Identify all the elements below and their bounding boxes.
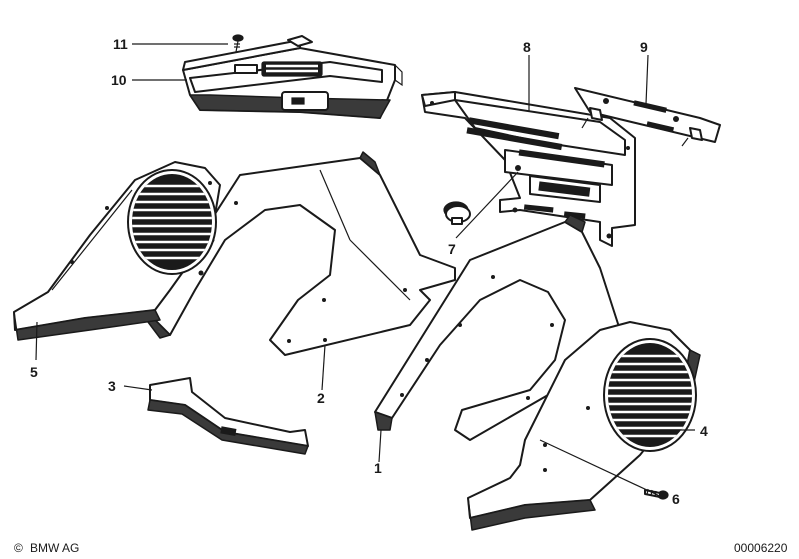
callout-3: 3 xyxy=(108,378,116,394)
part-8-mounting-bracket xyxy=(421,91,636,247)
callout-2: 2 xyxy=(317,390,325,406)
callout-labels: 1 2 3 4 5 6 7 8 9 10 11 xyxy=(30,36,708,507)
part-9-mounting-strip xyxy=(574,87,721,147)
leader-7 xyxy=(455,171,519,239)
part-10-console-housing xyxy=(182,35,403,119)
part-3-small-bracket xyxy=(147,377,309,455)
leader-2 xyxy=(321,344,326,391)
callout-9: 9 xyxy=(640,39,648,55)
copyright-symbol: © xyxy=(14,541,23,555)
callout-8: 8 xyxy=(523,39,531,55)
callout-6: 6 xyxy=(672,491,680,507)
drawing-number: 00006220 xyxy=(734,541,788,555)
leader-5 xyxy=(35,321,38,361)
part-5-left-speaker-cover xyxy=(13,161,221,341)
leader-3 xyxy=(123,385,153,391)
leader-lines xyxy=(35,43,695,499)
part-7-knob xyxy=(443,201,471,225)
callout-1: 1 xyxy=(374,460,382,476)
part-11-screw xyxy=(232,34,244,53)
leader-9 xyxy=(645,54,649,105)
callout-5: 5 xyxy=(30,364,38,380)
copyright-text: BMW AG xyxy=(30,541,79,555)
leader-6 xyxy=(539,439,665,499)
footer: © BMW AG 00006220 xyxy=(14,541,788,555)
part-6-screw xyxy=(644,488,669,500)
callout-7: 7 xyxy=(448,241,456,257)
callout-4: 4 xyxy=(700,423,708,439)
leader-1 xyxy=(378,429,382,463)
callout-11: 11 xyxy=(113,36,128,52)
callout-10: 10 xyxy=(111,72,127,88)
